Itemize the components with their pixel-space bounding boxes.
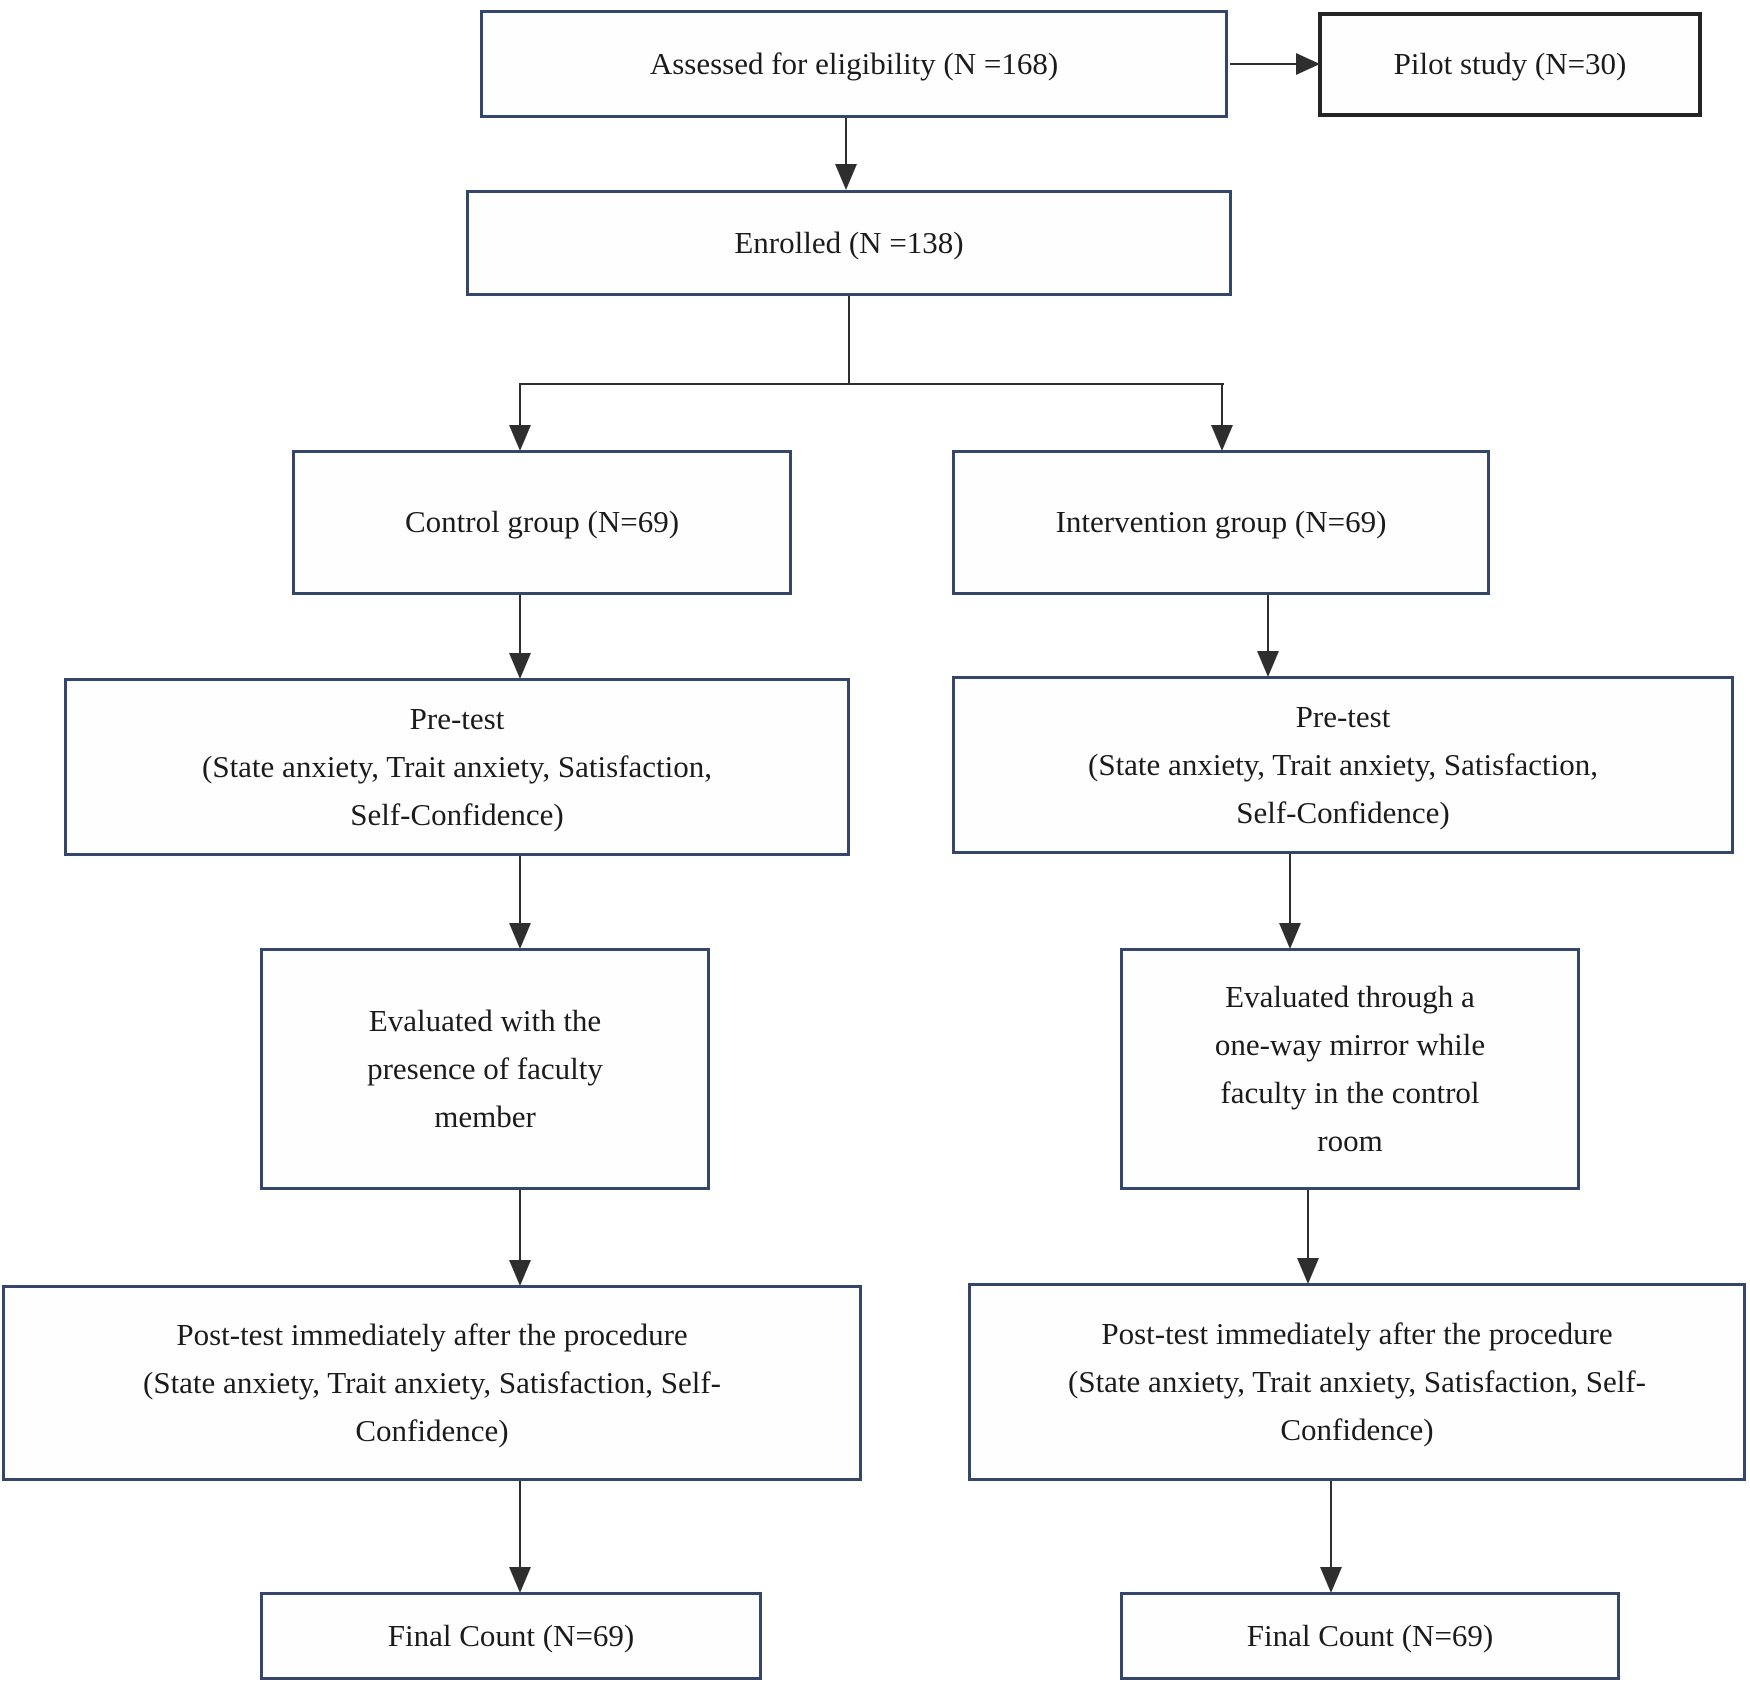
- arrow-down-icon: [1257, 651, 1279, 677]
- node-control-group-label: Control group (N=69): [404, 504, 680, 540]
- node-evaluated-control-label: Evaluated with the presence of faculty m…: [367, 1002, 603, 1135]
- node-pilot-label: Pilot study (N=30): [1393, 46, 1627, 82]
- arrow-down-icon: [509, 1260, 531, 1286]
- node-final-count-intervention: Final Count (N=69): [1120, 1592, 1620, 1680]
- node-enrolled-label: Enrolled (N =138): [734, 224, 964, 260]
- node-intervention-group-label: Intervention group (N=69): [1055, 504, 1387, 540]
- connector-evaluated-to-posttest-control: [519, 1190, 521, 1260]
- node-posttest-intervention: Post-test immediately after the procedur…: [968, 1283, 1746, 1481]
- arrow-down-icon: [509, 425, 531, 451]
- node-evaluated-control: Evaluated with the presence of faculty m…: [260, 948, 710, 1190]
- connector-evaluated-to-posttest-intervention: [1307, 1190, 1309, 1258]
- arrow-down-icon: [509, 653, 531, 679]
- arrow-down-icon: [509, 1567, 531, 1593]
- arrow-down-icon: [1297, 1258, 1319, 1284]
- arrow-right-icon: [1296, 53, 1320, 75]
- node-enrolled: Enrolled (N =138): [466, 190, 1232, 296]
- node-pretest-intervention-label: Pre-test (State anxiety, Trait anxiety, …: [1088, 698, 1598, 831]
- connector-assessed-to-pilot: [1230, 63, 1298, 65]
- connector-posttest-to-final-intervention: [1330, 1481, 1332, 1567]
- node-final-count-control-label: Final Count (N=69): [387, 1617, 635, 1653]
- node-pretest-intervention: Pre-test (State anxiety, Trait anxiety, …: [952, 676, 1734, 854]
- connector-branch-to-control: [519, 383, 521, 425]
- connector-assessed-to-enrolled: [845, 118, 847, 166]
- node-intervention-group: Intervention group (N=69): [952, 450, 1490, 595]
- connector-posttest-to-final-control: [519, 1481, 521, 1567]
- node-evaluated-intervention-label: Evaluated through a one-way mirror while…: [1214, 978, 1486, 1159]
- node-final-count-control: Final Count (N=69): [260, 1592, 762, 1680]
- arrow-down-icon: [1279, 923, 1301, 949]
- connector-enrolled-stub: [848, 296, 850, 384]
- node-posttest-control: Post-test immediately after the procedur…: [2, 1285, 862, 1481]
- node-final-count-intervention-label: Final Count (N=69): [1246, 1617, 1494, 1653]
- connector-control-to-pretest: [519, 595, 521, 653]
- arrow-down-icon: [835, 164, 857, 190]
- node-pretest-control: Pre-test (State anxiety, Trait anxiety, …: [64, 678, 850, 856]
- node-assessed-label: Assessed for eligibility (N =168): [649, 45, 1059, 81]
- connector-pretest-to-evaluated-control: [519, 856, 521, 923]
- node-control-group: Control group (N=69): [292, 450, 792, 595]
- node-posttest-intervention-label: Post-test immediately after the procedur…: [1068, 1315, 1646, 1448]
- node-posttest-control-label: Post-test immediately after the procedur…: [143, 1316, 721, 1449]
- connector-branch-to-intervention: [1221, 383, 1223, 425]
- arrow-down-icon: [1211, 425, 1233, 451]
- node-assessed-for-eligibility: Assessed for eligibility (N =168): [480, 10, 1228, 118]
- node-evaluated-intervention: Evaluated through a one-way mirror while…: [1120, 948, 1580, 1190]
- node-pilot-study: Pilot study (N=30): [1318, 12, 1702, 117]
- node-pretest-control-label: Pre-test (State anxiety, Trait anxiety, …: [202, 700, 712, 833]
- connector-branch-horizontal: [519, 383, 1224, 385]
- arrow-down-icon: [509, 923, 531, 949]
- arrow-down-icon: [1320, 1567, 1342, 1593]
- connector-pretest-to-evaluated-intervention: [1289, 854, 1291, 923]
- connector-intervention-to-pretest: [1267, 595, 1269, 651]
